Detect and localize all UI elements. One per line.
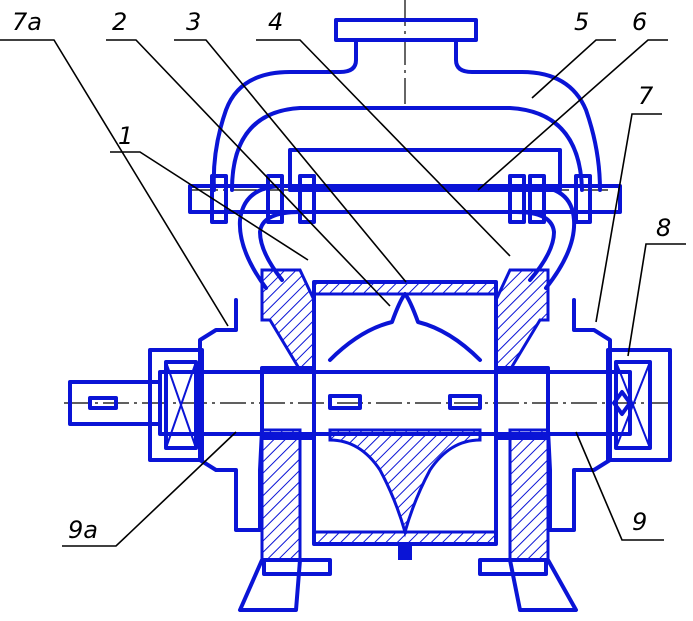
shaft: [68, 366, 632, 440]
label-2: 2: [112, 8, 127, 36]
label-9a: 9а: [68, 516, 98, 544]
label-1: 1: [118, 122, 133, 150]
left-end-casing: [148, 268, 316, 562]
labels: 7а 2 3 4 5 6 1 7 8 9а 9: [12, 8, 671, 544]
label-7a: 7а: [12, 8, 42, 36]
cover-flange: [188, 174, 622, 224]
feet: [238, 558, 578, 612]
label-4: 4: [268, 8, 283, 36]
label-3: 3: [186, 8, 201, 36]
impeller-housing: [312, 280, 498, 560]
channels: [237, 184, 577, 290]
label-6: 6: [632, 8, 647, 36]
label-8: 8: [656, 214, 671, 242]
label-5: 5: [574, 8, 589, 36]
leader-lines: [0, 39, 686, 547]
label-9: 9: [632, 508, 647, 536]
label-7: 7: [638, 82, 654, 110]
right-end-casing: [494, 268, 672, 562]
discharge-manifold: [211, 18, 602, 192]
